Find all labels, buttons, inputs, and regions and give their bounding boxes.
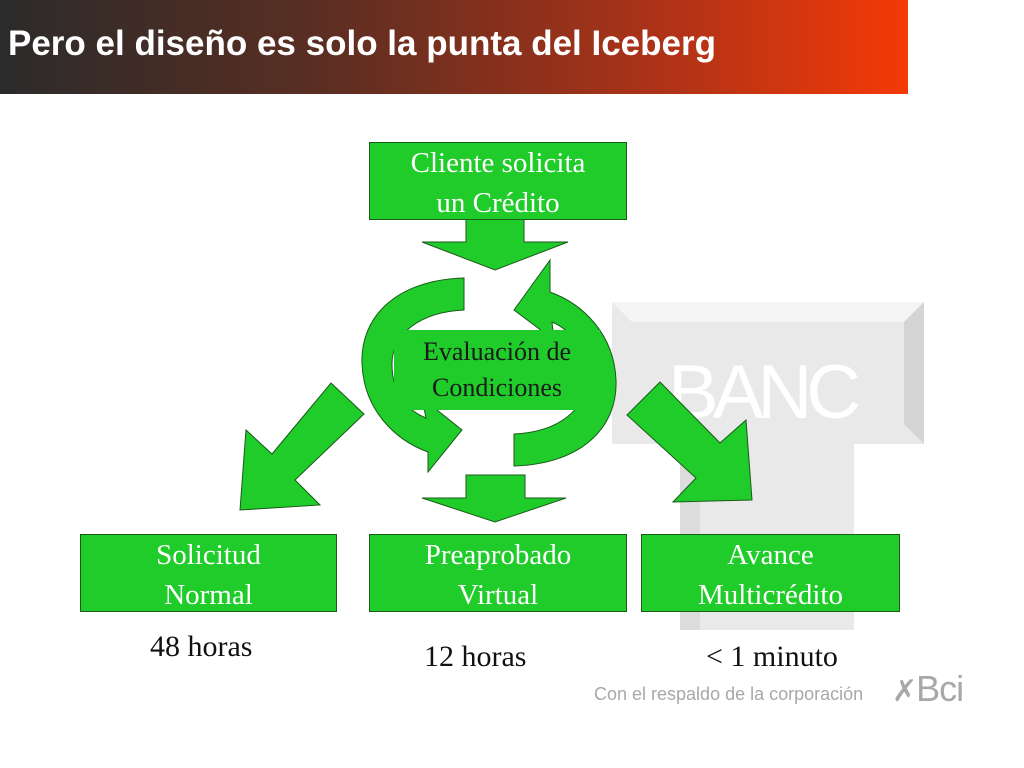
banc-watermark-text: BANC <box>668 350 858 435</box>
time-solicitud: 48 horas <box>150 630 253 663</box>
bci-logo-text: Bci <box>916 668 964 709</box>
arrow-down-top <box>421 217 569 271</box>
box-evaluacion-line2: Condiciones <box>432 373 562 402</box>
box-solicitud-line1: Solicitud <box>156 539 261 571</box>
box-evaluacion-line1: Evaluación de <box>423 337 571 366</box>
box-preaprobado-virtual: Preaprobado Virtual <box>369 534 627 612</box>
box-cliente-solicita: Cliente solicita un Crédito <box>369 142 627 220</box>
box-preaprobado-line2: Virtual <box>457 579 539 611</box>
footer-text: Con el respaldo de la corporación <box>594 684 864 704</box>
box-avance-line1: Avance <box>727 539 814 571</box>
arrow-down-left <box>239 382 365 511</box>
title-bar <box>0 0 908 94</box>
time-avance: < 1 minuto <box>706 640 838 673</box>
box-evaluacion: Evaluación de Condiciones <box>394 330 600 410</box>
bci-logo-mark-icon: ✗ <box>892 675 917 708</box>
time-preaprobado: 12 horas <box>424 640 527 673</box>
arrow-down-center <box>421 474 567 523</box>
bci-logo: ✗Bci <box>892 668 964 710</box>
box-avance-multicredito: Avance Multicrédito <box>641 534 900 612</box>
box-preaprobado-line1: Preaprobado <box>424 539 572 571</box>
arrow-down-right <box>626 381 753 503</box>
box-cliente-line2: un Crédito <box>436 187 560 219</box>
box-cliente-line1: Cliente solicita <box>410 147 586 179</box>
box-solicitud-normal: Solicitud Normal <box>80 534 337 612</box>
slide-title: Pero el diseño es solo la punta del Iceb… <box>8 24 716 63</box>
box-solicitud-line2: Normal <box>164 579 253 611</box>
box-avance-line2: Multicrédito <box>698 579 843 611</box>
